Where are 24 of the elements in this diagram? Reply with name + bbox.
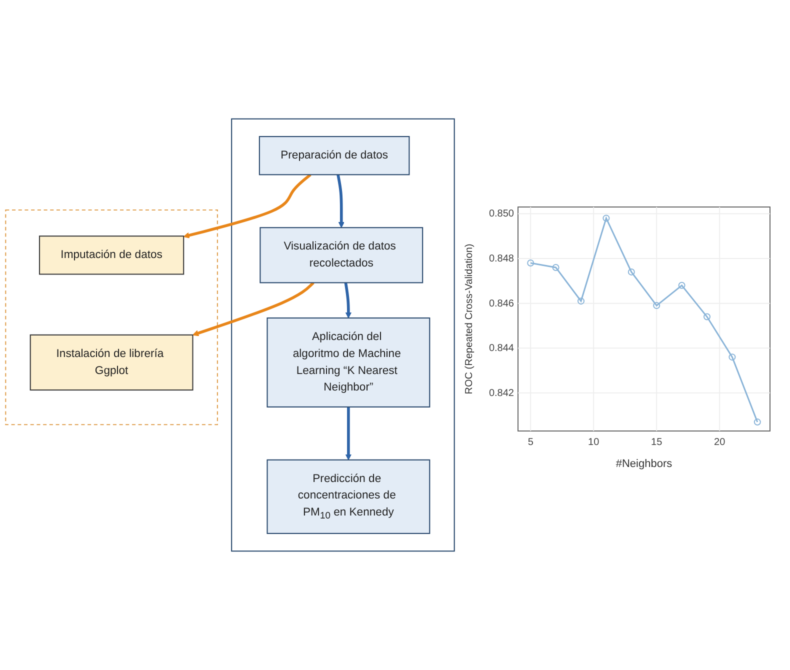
node-box: Aplicación del algoritmo de Machine Learning “K Nearest Neighbor” xyxy=(266,317,430,408)
tick-label: 0.850 xyxy=(488,208,514,220)
node-box: Instalación de librería Ggplot xyxy=(30,334,194,391)
arrow xyxy=(192,282,314,336)
tick-label: 0.842 xyxy=(488,388,514,399)
tick-label: 20 xyxy=(714,437,726,448)
tick-label: 0.846 xyxy=(488,298,514,310)
arrow xyxy=(344,282,352,318)
axis-title: ROC (Repeated Cross-Validation) xyxy=(464,244,475,394)
node-box: Visualización de datos recolectados xyxy=(260,227,424,284)
tick-label: 5 xyxy=(528,437,534,448)
tick-label: 15 xyxy=(651,437,662,448)
cluster xyxy=(231,118,455,552)
node-box: Predicción de concentraciones de PM$_{10}$ en Kennedy xyxy=(266,459,430,534)
tick-label: 0.848 xyxy=(488,254,514,265)
arrow xyxy=(345,406,352,460)
tick-label: 10 xyxy=(588,437,600,448)
axis-title: #Neighbors xyxy=(616,458,672,470)
arrow xyxy=(183,174,312,238)
arrow xyxy=(336,174,344,228)
node-box: Preparación de datos xyxy=(258,136,410,176)
node-box: Imputación de datos xyxy=(38,236,184,275)
tick-label: 0.844 xyxy=(488,343,514,354)
cluster xyxy=(5,209,218,426)
